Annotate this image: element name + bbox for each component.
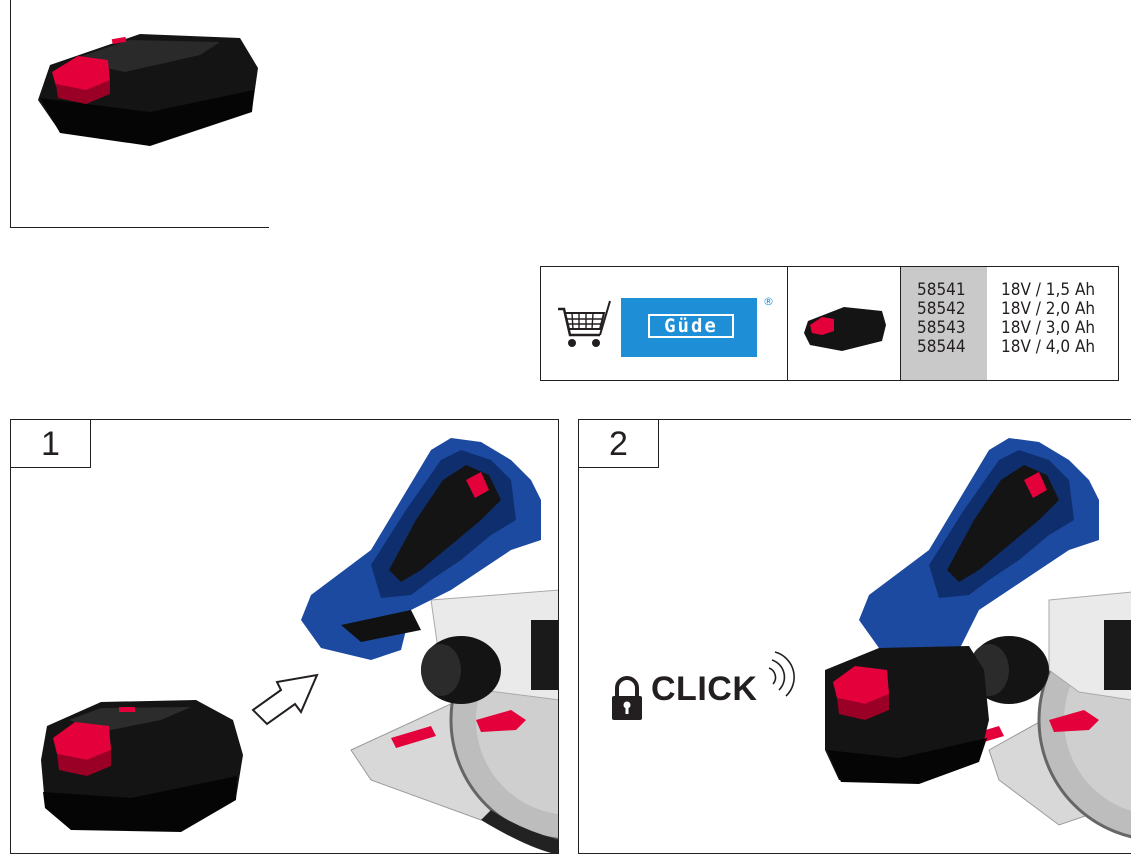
registered-mark: ® (763, 295, 774, 308)
sound-waves-icon (768, 651, 795, 697)
figure-1-panel: 1 (10, 419, 559, 854)
shopping-cart-icon (558, 300, 611, 347)
guede-logo: Güde (621, 298, 757, 357)
figure-2-number: 2 (579, 420, 659, 468)
figure-2-panel: 2 CLICK (578, 419, 1131, 854)
product-spec: 18V / 4,0 Ah (1001, 337, 1096, 357)
product-code: 58541 (917, 280, 966, 300)
product-code: 58543 (917, 318, 966, 338)
product-spec: 18V / 2,0 Ah (1001, 299, 1096, 319)
product-specs-column: 18V / 1,5 Ah 18V / 2,0 Ah 18V / 3,0 Ah 1… (987, 267, 1118, 380)
product-codes-column: 58541 58542 58543 58544 (901, 267, 987, 380)
ordering-table: Güde ® 58541 58542 58543 58544 18V / 1,5… (540, 266, 1119, 381)
lock-icon (612, 676, 642, 720)
brand-cell: Güde ® (541, 267, 788, 380)
product-spec: 18V / 3,0 Ah (1001, 318, 1096, 338)
product-code: 58544 (917, 337, 966, 357)
product-spec: 18V / 1,5 Ah (1001, 280, 1096, 300)
battery-figure-frame (10, 0, 269, 228)
battery-thumbnail-icon (804, 307, 886, 351)
figure-1-number: 1 (11, 420, 91, 468)
battery-pack-illustration (38, 34, 258, 146)
saw-insert-battery-illustration (41, 438, 558, 853)
saw-battery-locked-illustration (612, 438, 1131, 839)
guede-logo-text: Güde (648, 314, 734, 338)
battery-thumbnail-cell (788, 267, 901, 380)
product-code: 58542 (917, 299, 966, 319)
click-label: CLICK (651, 670, 758, 708)
